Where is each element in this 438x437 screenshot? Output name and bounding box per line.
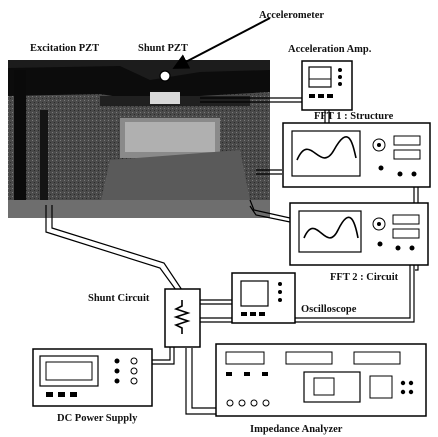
impedance-analyzer-label: Impedance Analyzer bbox=[250, 424, 343, 435]
shunt-circuit-label: Shunt Circuit bbox=[88, 293, 150, 304]
dc-power-supply-label: DC Power Supply bbox=[57, 413, 138, 424]
dc-power-supply-device bbox=[33, 349, 152, 406]
acceleration-amp-device bbox=[302, 61, 352, 110]
excitation-pzt-label: Excitation PZT bbox=[30, 43, 99, 54]
structure-photo bbox=[8, 60, 270, 218]
accelerometer-label: Accelerometer bbox=[259, 10, 324, 21]
shunt-circuit-box bbox=[165, 289, 200, 347]
acceleration-amp-label: Acceleration Amp. bbox=[288, 44, 372, 55]
fft1-label: FFT 1 : Structure bbox=[314, 111, 394, 122]
accelerometer-arrow bbox=[176, 18, 270, 67]
oscilloscope-label: Oscilloscope bbox=[301, 304, 357, 315]
fft2-analyzer-device bbox=[290, 203, 428, 265]
impedance-analyzer-device bbox=[216, 344, 426, 416]
accelerometer-marker bbox=[160, 71, 170, 81]
shunt-pzt-label: Shunt PZT bbox=[138, 43, 188, 54]
fft1-analyzer-device bbox=[283, 123, 430, 187]
fft2-label: FFT 2 : Circuit bbox=[330, 272, 399, 283]
oscilloscope-device bbox=[232, 273, 295, 323]
